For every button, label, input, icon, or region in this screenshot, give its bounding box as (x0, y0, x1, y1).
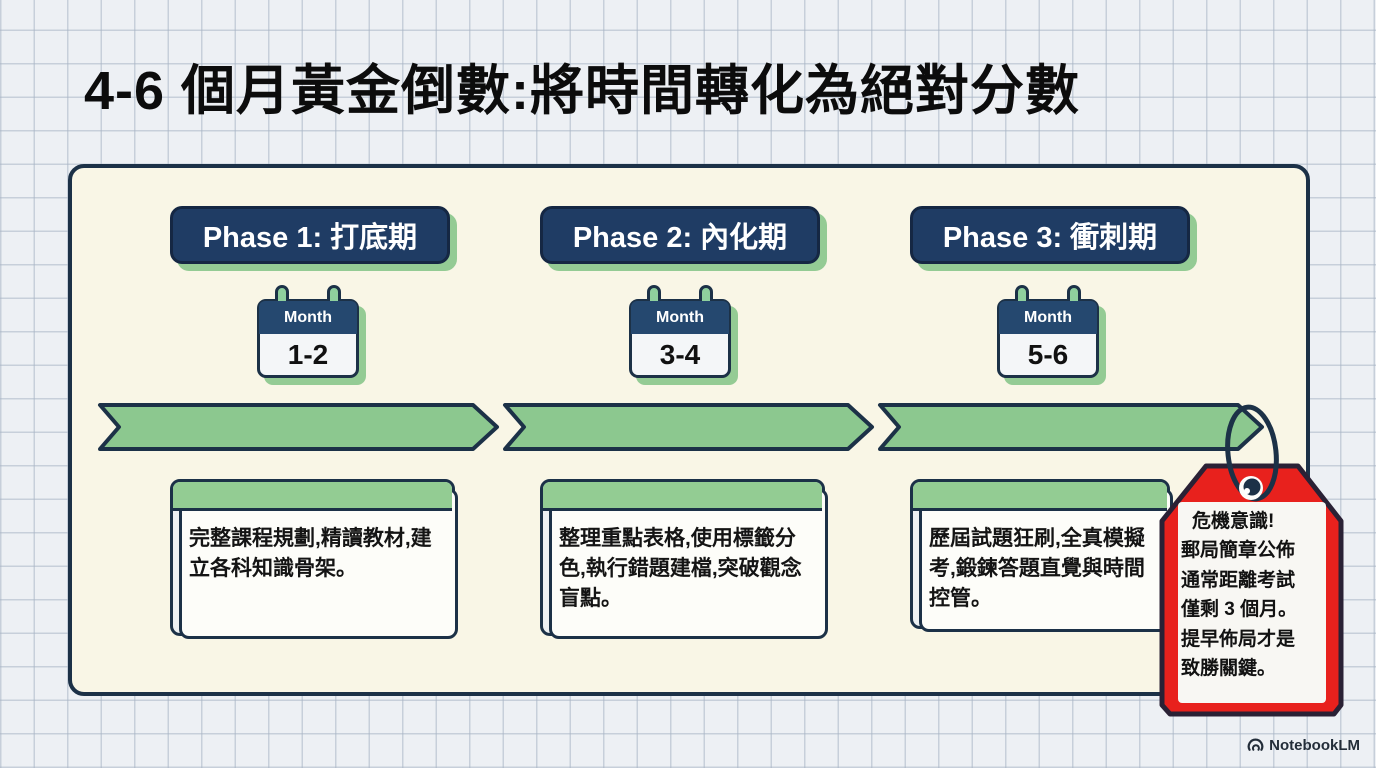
calendar-month-label: Month (259, 301, 357, 334)
phase-2-description: 整理重點表格,使用標籤分色,執行錯題建檔,突破觀念盲點。 (559, 527, 802, 610)
warning-line: 僅剩 3 個月。 (1181, 599, 1298, 621)
calendar-icon-month-1-2: Month 1-2 (257, 285, 359, 378)
warning-line: 危機意識! (1192, 511, 1275, 532)
calendar-month-range: 3-4 (659, 339, 701, 370)
phase-3-header: Phase 3: 衝刺期 (910, 206, 1190, 264)
warning-line: 致勝關鍵。 (1181, 658, 1277, 680)
card-header-strip (543, 482, 822, 511)
calendar-month-label: Month (631, 301, 729, 334)
calendar-icon-month-5-6: Month 5-6 (997, 285, 1099, 378)
card-header-strip (173, 482, 452, 511)
warning-tag-text: 危機意識! 郵局簡章公佈 通常距離考試 僅剩 3 個月。 提早佈局才是 致勝關鍵… (1181, 507, 1325, 684)
notebooklm-logo-icon (1247, 738, 1264, 751)
phase-1-card: 完整課程規劃,精讀教材,建立各科知識骨架。 (170, 479, 458, 639)
phase-2-header: Phase 2: 內化期 (540, 206, 820, 264)
warning-line: 提早佈局才是 (1181, 628, 1296, 650)
phase-3-card: 歷屆試題狂刷,全真模擬考,鍛鍊答題直覺與時間控管。 (910, 479, 1173, 632)
phase-3-description: 歷屆試題狂刷,全真模擬考,鍛鍊答題直覺與時間控管。 (929, 527, 1145, 610)
phase-2-card: 整理重點表格,使用標籤分色,執行錯題建檔,突破觀念盲點。 (540, 479, 828, 639)
page-title: 4-6 個月黃金倒數:將時間轉化為絕對分數 (84, 61, 1081, 121)
calendar-month-range: 5-6 (1027, 339, 1069, 370)
calendar-month-label: Month (999, 301, 1097, 334)
warning-line: 郵局簡章公佈 (1181, 540, 1296, 562)
calendar-icon-month-3-4: Month 3-4 (629, 285, 731, 378)
phase-1-header: Phase 1: 打底期 (170, 206, 450, 264)
notebooklm-watermark: NotebookLM (1247, 737, 1360, 754)
warning-line: 通常距離考試 (1181, 569, 1296, 591)
card-header-strip (913, 482, 1167, 511)
watermark-label: NotebookLM (1269, 737, 1360, 754)
calendar-month-range: 1-2 (287, 339, 329, 370)
phase-1-description: 完整課程規劃,精讀教材,建立各科知識骨架。 (189, 527, 432, 580)
